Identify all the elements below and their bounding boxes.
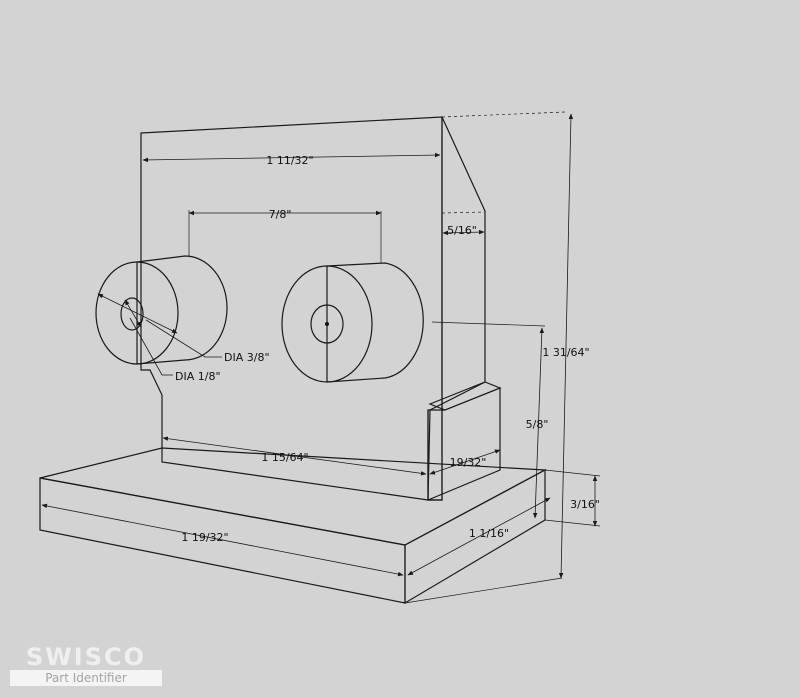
- dimension-base-thickness: 3/16": [544, 469, 601, 527]
- dimension-chamfer: 5/16": [441, 111, 566, 237]
- block-front-face: [140, 116, 443, 501]
- logo-brand: SWISCO: [26, 643, 146, 671]
- step-top-face: [428, 381, 502, 411]
- dim-dia-large-label: DIA 3/8": [224, 351, 270, 364]
- step-side-face: [427, 387, 501, 501]
- dim-body-width-label: 1 15/64": [261, 451, 308, 464]
- dim-total-height-label: 1 31/64": [542, 346, 589, 359]
- dim-dia-small-label: DIA 1/8": [175, 370, 221, 383]
- dimension-top-width: 1 11/32": [142, 152, 441, 167]
- dimension-step-depth: 19/32": [429, 449, 501, 475]
- dim-chamfer-label: 5/16": [447, 224, 477, 237]
- dim-base-width-label: 1 19/32": [181, 531, 228, 544]
- dim-step-depth-label: 19/32": [450, 456, 487, 469]
- dim-hole-spacing-label: 7/8": [269, 208, 292, 221]
- dim-base-thickness-label: 3/16": [570, 498, 600, 511]
- dimension-base-width: 1 19/32": [39, 502, 406, 603]
- swisco-logo: SWISCO Part Identifier: [10, 643, 162, 686]
- block-side-face: [427, 116, 486, 501]
- dimension-body-width: 1 15/64": [162, 436, 427, 476]
- dimension-base-depth: 1 1/16": [407, 497, 551, 576]
- dimension-total-height: 1 31/64": [404, 113, 590, 604]
- dim-top-width-label: 1 11/32": [266, 154, 313, 167]
- right-cylinder-face: [281, 265, 373, 383]
- base-plate: [39, 447, 548, 605]
- dim-hole-height-label: 5/8": [526, 418, 549, 431]
- dimension-hole-spacing: 7/8": [188, 208, 382, 263]
- dim-base-depth-label: 1 1/16": [469, 527, 509, 540]
- right-hole-center: [325, 322, 329, 326]
- dimension-hole-height: 5/8": [431, 321, 549, 519]
- left-cylinder-body: [136, 255, 228, 365]
- right-cylinder: [281, 262, 424, 383]
- right-hole: [310, 304, 344, 344]
- dimension-dia-small: DIA 1/8": [124, 299, 221, 383]
- left-cylinder-face: [95, 261, 179, 365]
- left-cylinder: [95, 255, 228, 365]
- logo-tagline: Part Identifier: [10, 670, 162, 686]
- right-cylinder-body: [326, 262, 424, 383]
- dimension-dia-large: DIA 3/8": [97, 293, 270, 364]
